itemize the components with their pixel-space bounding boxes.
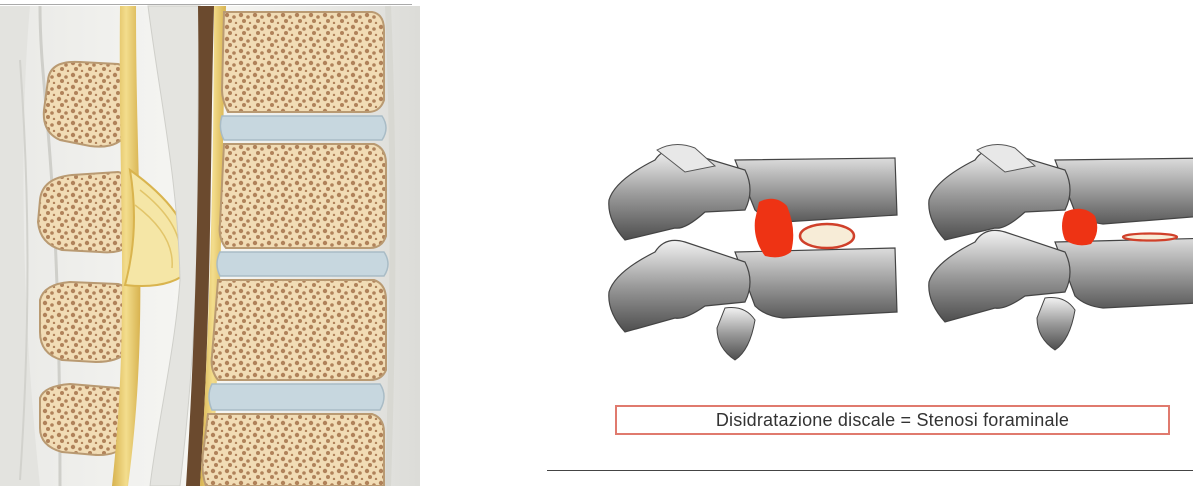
- vertebrae-dehydrated-disc: [929, 144, 1193, 350]
- neural-foramen-narrowed: [1062, 209, 1097, 246]
- disc-normal: [800, 224, 854, 248]
- caption-text: Disidratazione discale = Stenosi foramin…: [716, 410, 1069, 431]
- vertebrae-normal-disc: [609, 144, 897, 360]
- caption-box: Disidratazione discale = Stenosi foramin…: [615, 405, 1170, 435]
- spine-sagittal-section: [0, 0, 420, 486]
- intervertebral-disc: [209, 384, 384, 410]
- intervertebral-disc: [220, 116, 386, 140]
- bottom-divider-line: [547, 470, 1193, 471]
- neural-foramen: [755, 199, 794, 258]
- disc-dehydrated: [1123, 234, 1177, 241]
- intervertebral-disc: [217, 252, 388, 276]
- vertebral-bodies: [202, 12, 388, 486]
